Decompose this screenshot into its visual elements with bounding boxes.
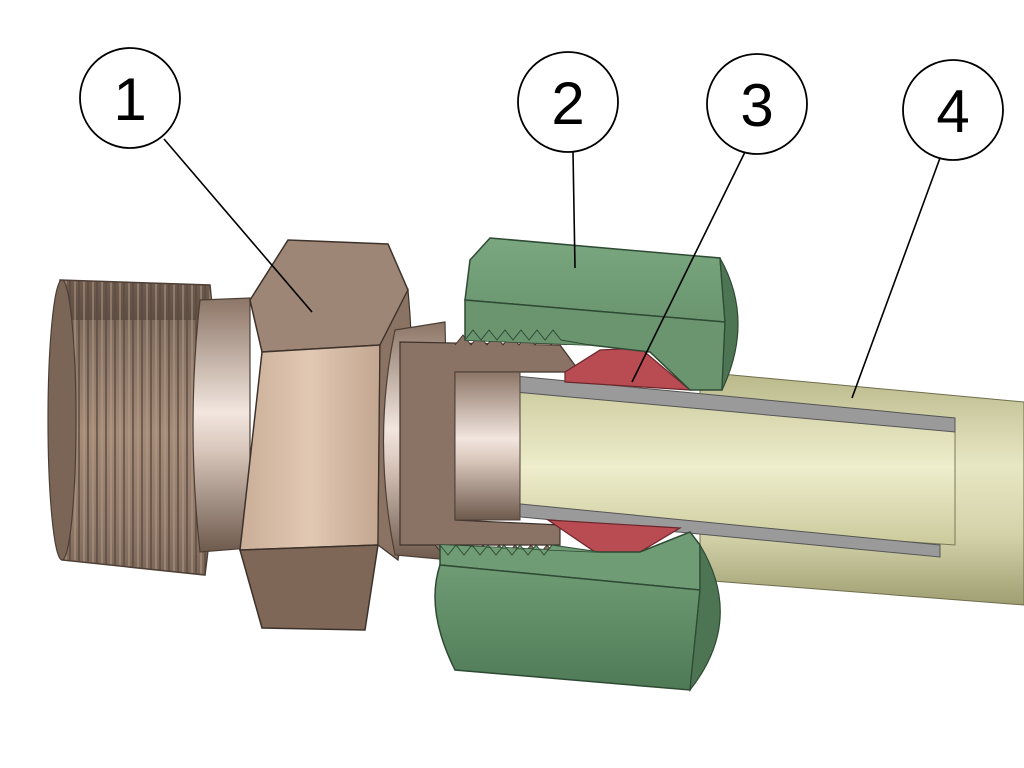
cutting-ring <box>545 347 692 553</box>
union-nut <box>434 237 739 692</box>
callout-number-2: 2 <box>551 70 584 137</box>
callout-number-4: 4 <box>936 78 969 145</box>
nut-thread-teeth-bottom <box>439 544 601 556</box>
callout-circle <box>902 59 1004 161</box>
callout-circle <box>517 51 619 153</box>
callout-number-1: 1 <box>113 66 146 133</box>
leader-line-4 <box>851 157 941 399</box>
leader-lines <box>163 138 941 399</box>
leader-line-1 <box>163 138 313 313</box>
callout-1: 1 <box>79 47 181 149</box>
thread-collar <box>192 297 251 553</box>
fitting-inner-bore <box>454 371 521 521</box>
nut-top-end-face <box>719 257 739 391</box>
callout-number-3: 3 <box>740 72 773 139</box>
fitting-body <box>47 239 582 631</box>
leader-line-2 <box>572 151 576 269</box>
nut-bottom-end-face <box>689 542 721 692</box>
hex-front-face <box>239 344 381 551</box>
threaded-end <box>53 279 218 576</box>
leader-line-3 <box>631 151 746 383</box>
callout-2: 2 <box>517 51 619 153</box>
hex-bottom-face <box>239 544 379 631</box>
tube <box>499 371 1024 606</box>
callout-circle <box>706 53 808 155</box>
callout-circle <box>79 47 181 149</box>
callout-3: 3 <box>706 53 808 155</box>
hex-top-face <box>249 239 409 353</box>
nut-bottom-outer-face <box>434 564 701 691</box>
callout-4: 4 <box>902 59 1004 161</box>
nut-thread-teeth-top <box>464 329 591 346</box>
